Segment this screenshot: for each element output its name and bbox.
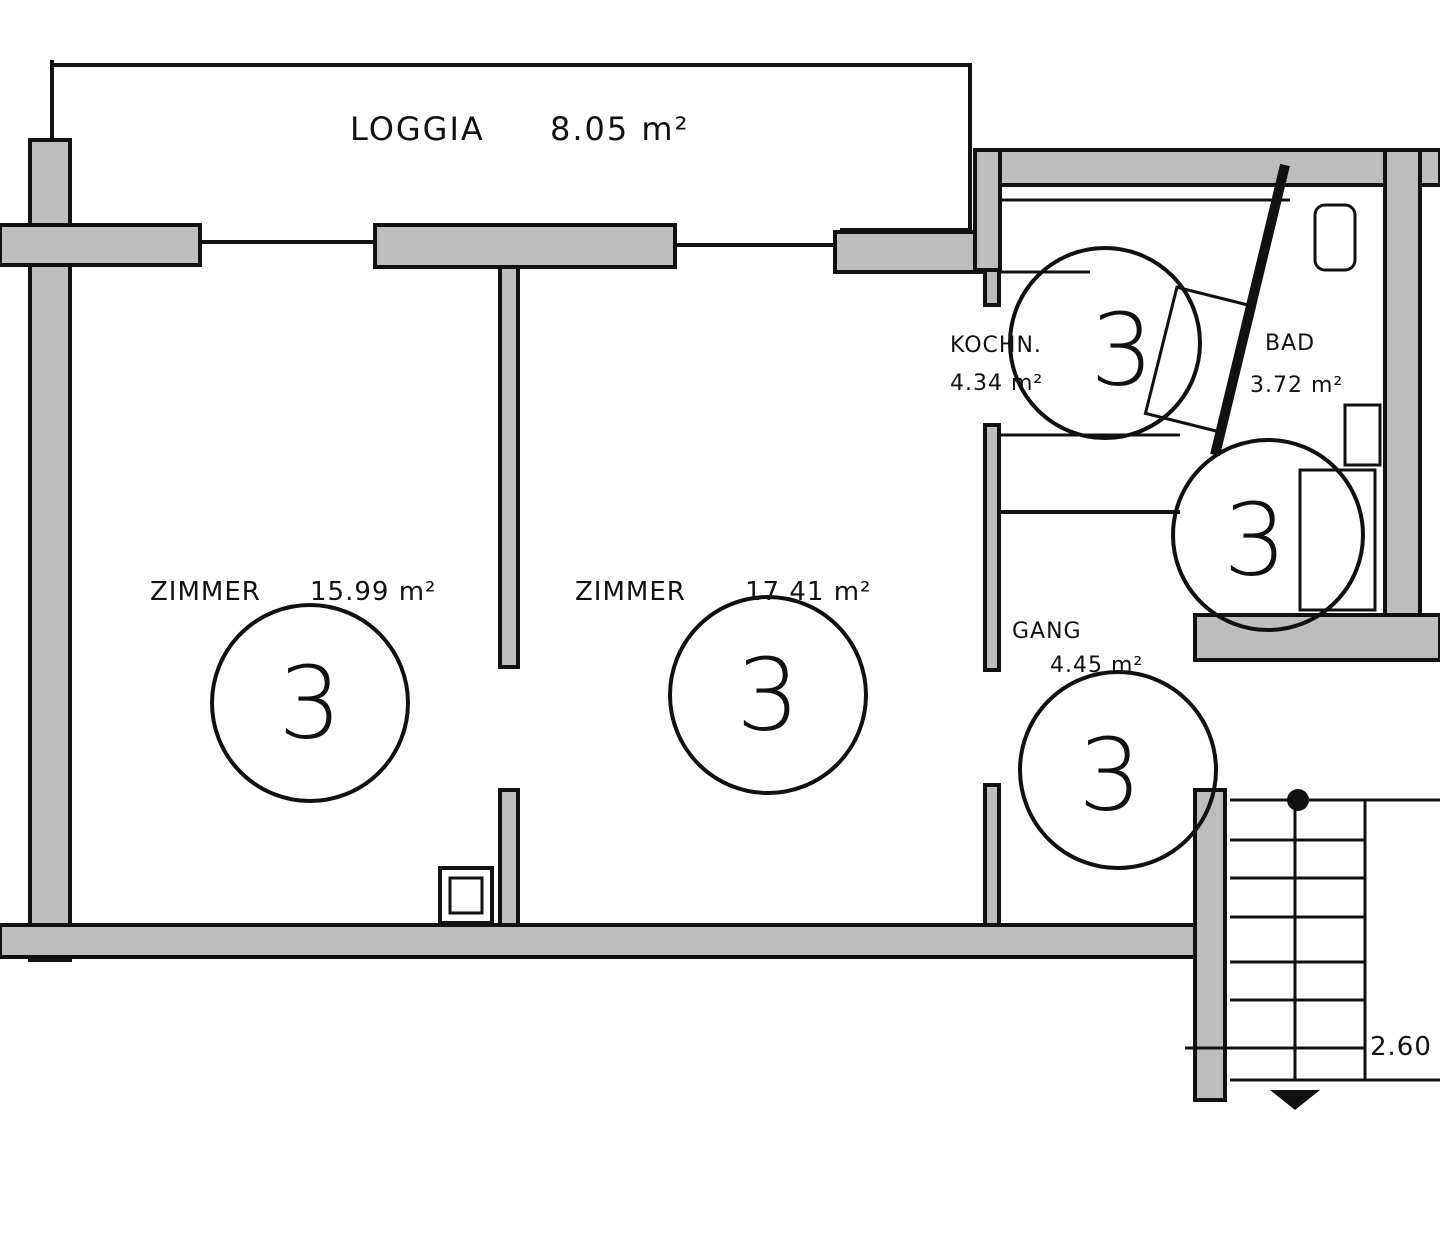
top-wall-right xyxy=(833,230,987,274)
partition-wall-lower xyxy=(498,788,520,932)
bath-label: BAD xyxy=(1265,331,1315,356)
toilet xyxy=(1313,203,1357,272)
top-wall-left xyxy=(0,223,202,267)
room1-marker-circle xyxy=(210,603,410,803)
loggia-outline xyxy=(50,60,972,232)
stair-start-marker xyxy=(1287,789,1309,811)
room1-label: ZIMMER xyxy=(150,577,261,607)
bath-right-wall xyxy=(1383,148,1422,662)
bath-area: 3.72 m² xyxy=(1250,373,1343,398)
sink xyxy=(1343,403,1382,467)
kitchen-area: 4.34 m² xyxy=(950,371,1043,396)
loggia-label: LOGGIA xyxy=(350,110,485,148)
stair-arrow-icon xyxy=(1270,1090,1320,1110)
hall-wall-lower xyxy=(983,783,1001,932)
hall-marker-circle xyxy=(1018,670,1218,870)
partition-wall-upper xyxy=(498,265,520,669)
hall-wall-upper xyxy=(983,423,1001,672)
hall-marker: 3 xyxy=(1078,717,1142,834)
bottom-wall xyxy=(0,923,1202,959)
chimney xyxy=(438,866,494,925)
room2-label: ZIMMER xyxy=(575,577,686,607)
stove xyxy=(1143,285,1257,435)
top-wall-middle xyxy=(373,223,677,269)
bath-marker-circle xyxy=(1171,438,1365,632)
stair-wall xyxy=(1193,788,1227,1102)
room1-area: 15.99 m² xyxy=(310,577,436,607)
room2-marker-circle xyxy=(668,595,868,795)
bath-marker: 3 xyxy=(1223,482,1287,599)
kitchen-marker: 3 xyxy=(1090,292,1154,409)
room2-marker: 3 xyxy=(736,637,800,754)
chimney-inner xyxy=(448,876,484,915)
hall-label: GANG xyxy=(1012,619,1082,644)
kitchen-corner xyxy=(973,148,1002,272)
bath-wall xyxy=(1210,163,1290,457)
kitchen-label: KOCHN. xyxy=(950,333,1042,358)
kitchen-marker-circle xyxy=(1008,246,1202,440)
stair-width-dimension: 2.60 xyxy=(1370,1032,1432,1062)
staircase xyxy=(1185,798,1440,1082)
loggia-area: 8.05 m² xyxy=(550,110,689,148)
left-wall xyxy=(28,138,72,962)
top-wall-service xyxy=(973,148,1440,187)
room1-marker: 3 xyxy=(278,645,342,762)
room2-area: 17.41 m² xyxy=(745,577,871,607)
